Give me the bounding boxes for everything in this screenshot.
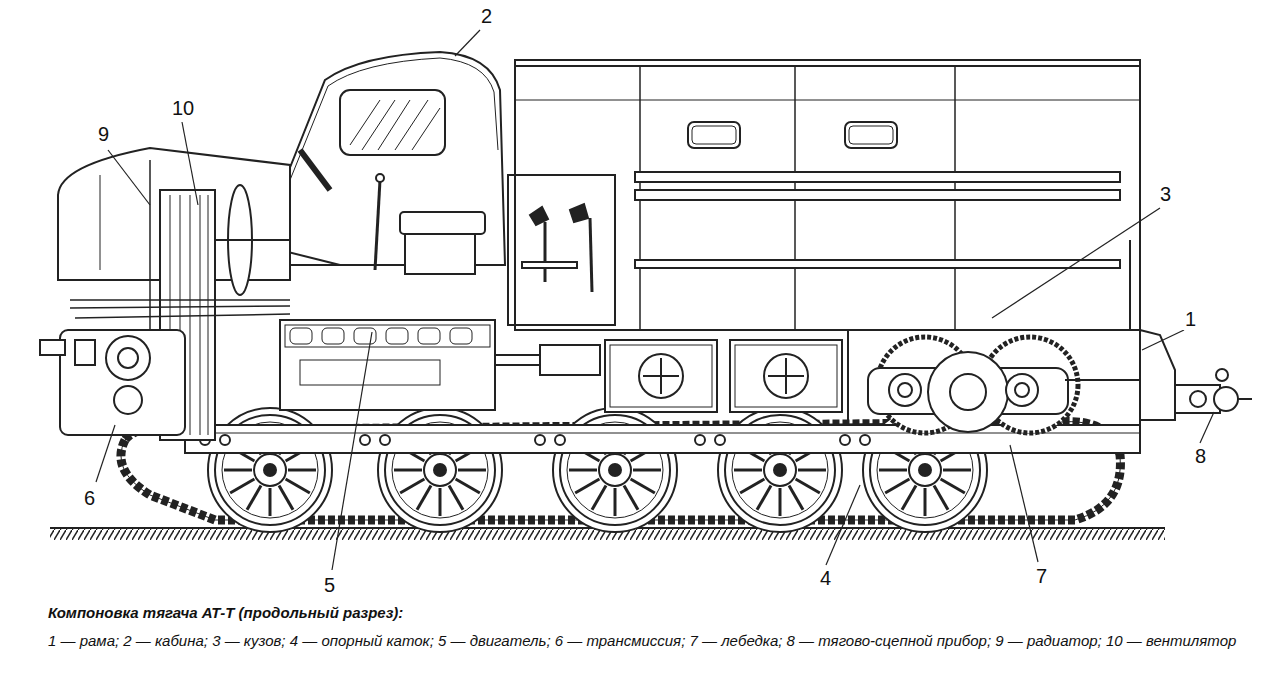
callout-number: 6 bbox=[82, 487, 97, 509]
caption-title: Компоновка тягача АТ-Т (продольный разре… bbox=[48, 604, 403, 621]
callout-number: 2 bbox=[479, 5, 494, 27]
callout-number: 4 bbox=[818, 567, 833, 589]
callout-number: 10 bbox=[170, 97, 196, 119]
callout-number: 9 bbox=[96, 123, 111, 145]
callout-number: 3 bbox=[1158, 183, 1173, 205]
callout-number: 7 bbox=[1034, 565, 1049, 587]
callout-number: 8 bbox=[1193, 445, 1208, 467]
callout-number: 1 bbox=[1183, 308, 1198, 330]
caption-text: 1 — рама; 2 — кабина; 3 — кузов; 4 — опо… bbox=[48, 627, 1263, 655]
callout-number: 5 bbox=[322, 574, 337, 596]
